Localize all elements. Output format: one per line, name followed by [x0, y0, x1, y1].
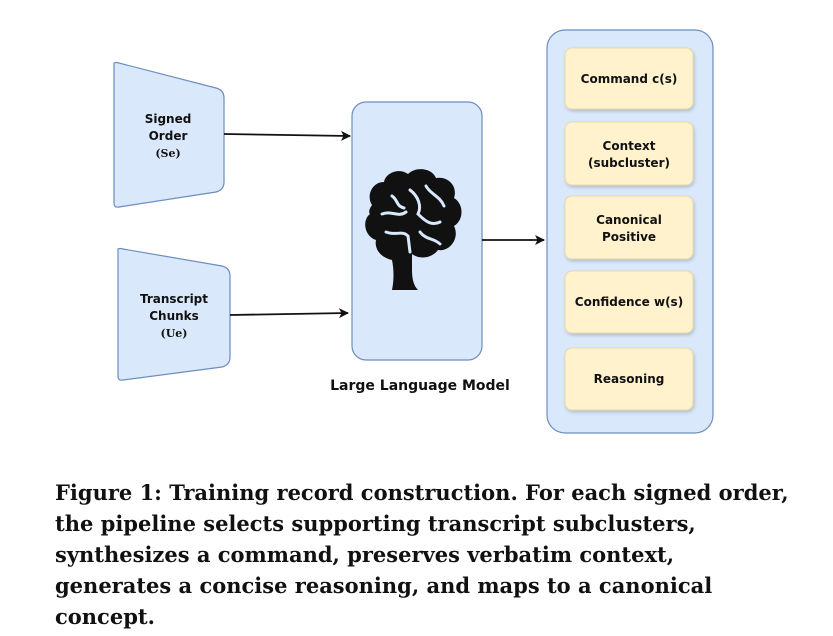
transcript-chunks-input: Transcript Chunks (Ue)	[117, 247, 231, 381]
signed-order-input: Signed Order (Se)	[113, 61, 225, 208]
output-field-canonical-positive	[564, 195, 694, 260]
llm-label: Large Language Model	[330, 378, 510, 394]
brain-icon	[365, 169, 462, 290]
figure-caption: Figure 1: Training record construction. …	[55, 480, 789, 629]
transcript-chunks-label-line2: Chunks	[149, 309, 199, 323]
output-label-canonical-line2: Positive	[602, 230, 656, 244]
output-label-command: Command c(s)	[581, 72, 678, 86]
output-field-reasoning	[564, 347, 694, 411]
output-label-context-line1: Context	[603, 139, 656, 153]
output-label-reasoning: Reasoning	[594, 372, 665, 386]
output-field-confidence	[564, 270, 694, 334]
output-label-confidence: Confidence w(s)	[575, 295, 683, 309]
output-label-context-line2: (subcluster)	[588, 156, 670, 170]
pipeline-diagram: Signed Order (Se) Transcript Chunks (Ue)…	[113, 29, 714, 434]
transcript-chunks-label-line1: Transcript	[140, 292, 208, 306]
signed-order-label-line1: Signed	[145, 112, 192, 126]
output-field-context	[564, 121, 694, 186]
signed-order-label-line2: Order	[149, 129, 188, 143]
signed-order-symbol: (Se)	[155, 147, 180, 160]
output-field-command	[564, 47, 694, 110]
output-label-canonical-line1: Canonical	[596, 213, 662, 227]
transcript-chunks-symbol: (Ue)	[160, 327, 187, 340]
arrow-transcript-to-llm	[229, 308, 349, 319]
arrow-signed-order-to-llm	[223, 130, 351, 141]
